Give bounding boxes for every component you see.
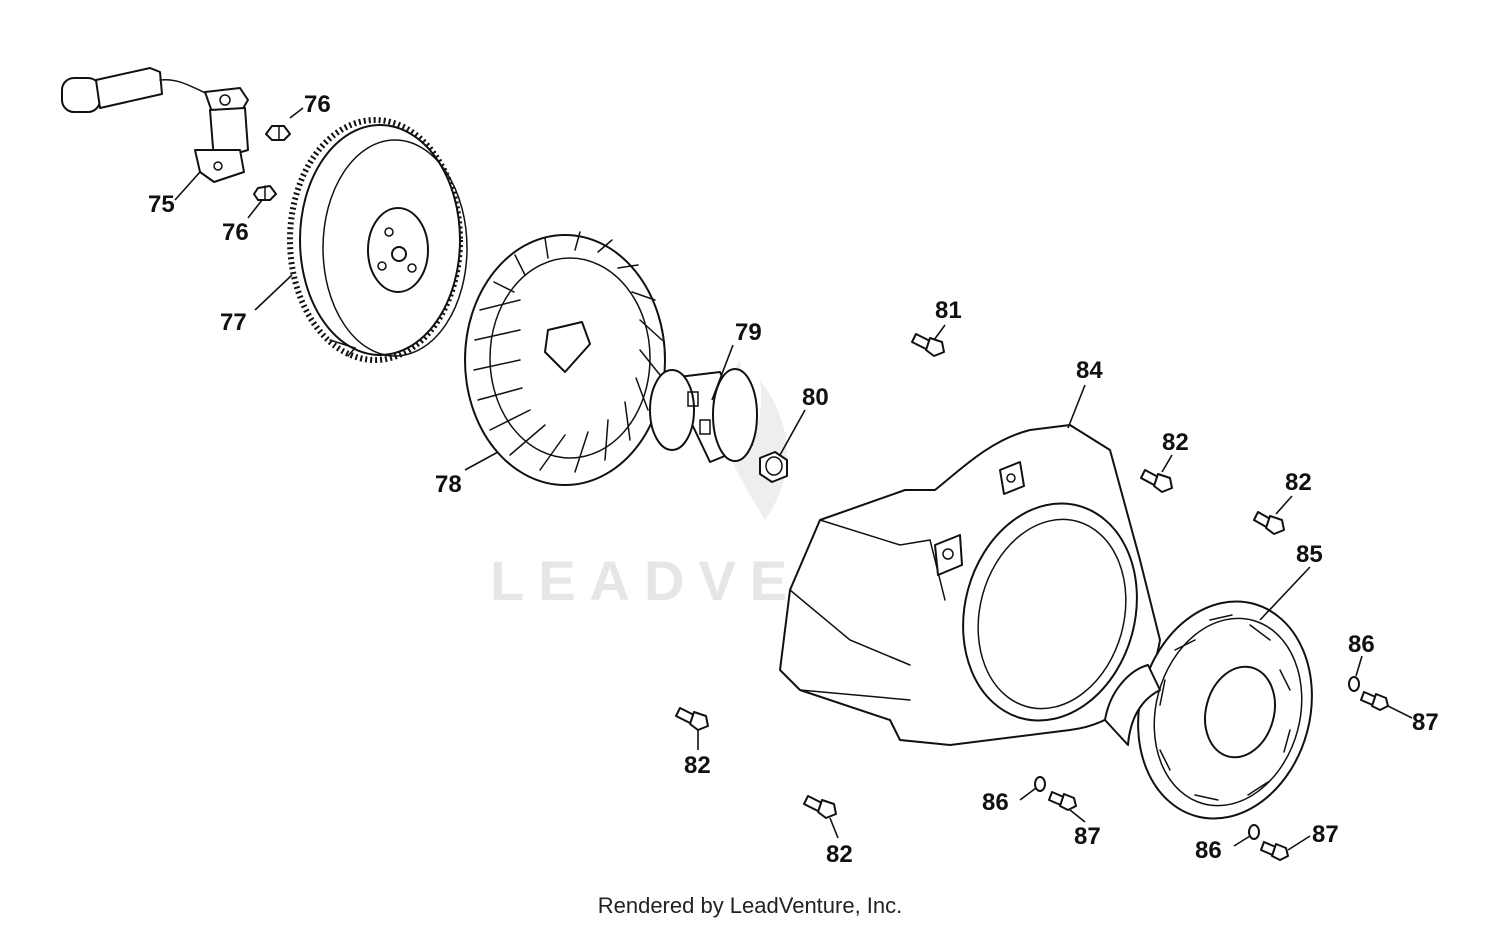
starter-cup-part[interactable] [649, 368, 758, 463]
blower-housing-part[interactable] [779, 424, 1161, 746]
leader-lines [174, 107, 1413, 851]
bolt-82-bottom[interactable] [803, 795, 837, 819]
callout-82-left: 82 [684, 752, 711, 779]
callout-82-far-right: 82 [1285, 469, 1312, 496]
flywheel-nut-part[interactable] [759, 451, 788, 483]
washer-86-bottom[interactable] [1248, 824, 1260, 840]
flywheel-part[interactable] [287, 117, 470, 363]
callout-82-upper: 82 [1162, 429, 1189, 456]
bolt-82-upper-right[interactable] [1140, 469, 1173, 493]
callout-85: 85 [1296, 541, 1323, 568]
screw-87-middle[interactable] [1048, 791, 1077, 811]
recoil-starter-part[interactable] [1104, 582, 1336, 839]
screw-76-lower[interactable] [253, 185, 277, 201]
callout-86-middle: 86 [982, 789, 1009, 816]
bolt-82-left[interactable] [675, 707, 709, 731]
callout-79: 79 [735, 319, 762, 346]
callout-76-lower: 76 [222, 219, 249, 246]
callout-75: 75 [148, 191, 175, 218]
callout-78: 78 [435, 471, 462, 498]
callout-86-right: 86 [1348, 631, 1375, 658]
screw-87-right[interactable] [1360, 691, 1389, 711]
callout-87-bottom: 87 [1312, 821, 1339, 848]
callout-80: 80 [802, 384, 829, 411]
cooling-fan-part[interactable] [464, 231, 666, 486]
callout-84: 84 [1076, 357, 1103, 384]
washer-86-middle[interactable] [1034, 776, 1046, 792]
screw-87-bottom[interactable] [1260, 841, 1289, 861]
callout-81: 81 [935, 297, 962, 324]
washer-86-right[interactable] [1348, 676, 1360, 692]
callout-87-right: 87 [1412, 709, 1439, 736]
bolt-82-far-right[interactable] [1253, 511, 1285, 535]
callout-77: 77 [220, 309, 247, 336]
callout-86-bottom: 86 [1195, 837, 1222, 864]
ignition-coil-part[interactable] [61, 67, 249, 183]
callout-87-middle: 87 [1074, 823, 1101, 850]
footer-credit: Rendered by LeadVenture, Inc. [597, 893, 903, 918]
callout-76-upper: 76 [304, 91, 331, 118]
screw-76-upper[interactable] [265, 125, 291, 141]
callout-82-bottom: 82 [826, 841, 853, 868]
bolt-81[interactable] [911, 333, 945, 357]
